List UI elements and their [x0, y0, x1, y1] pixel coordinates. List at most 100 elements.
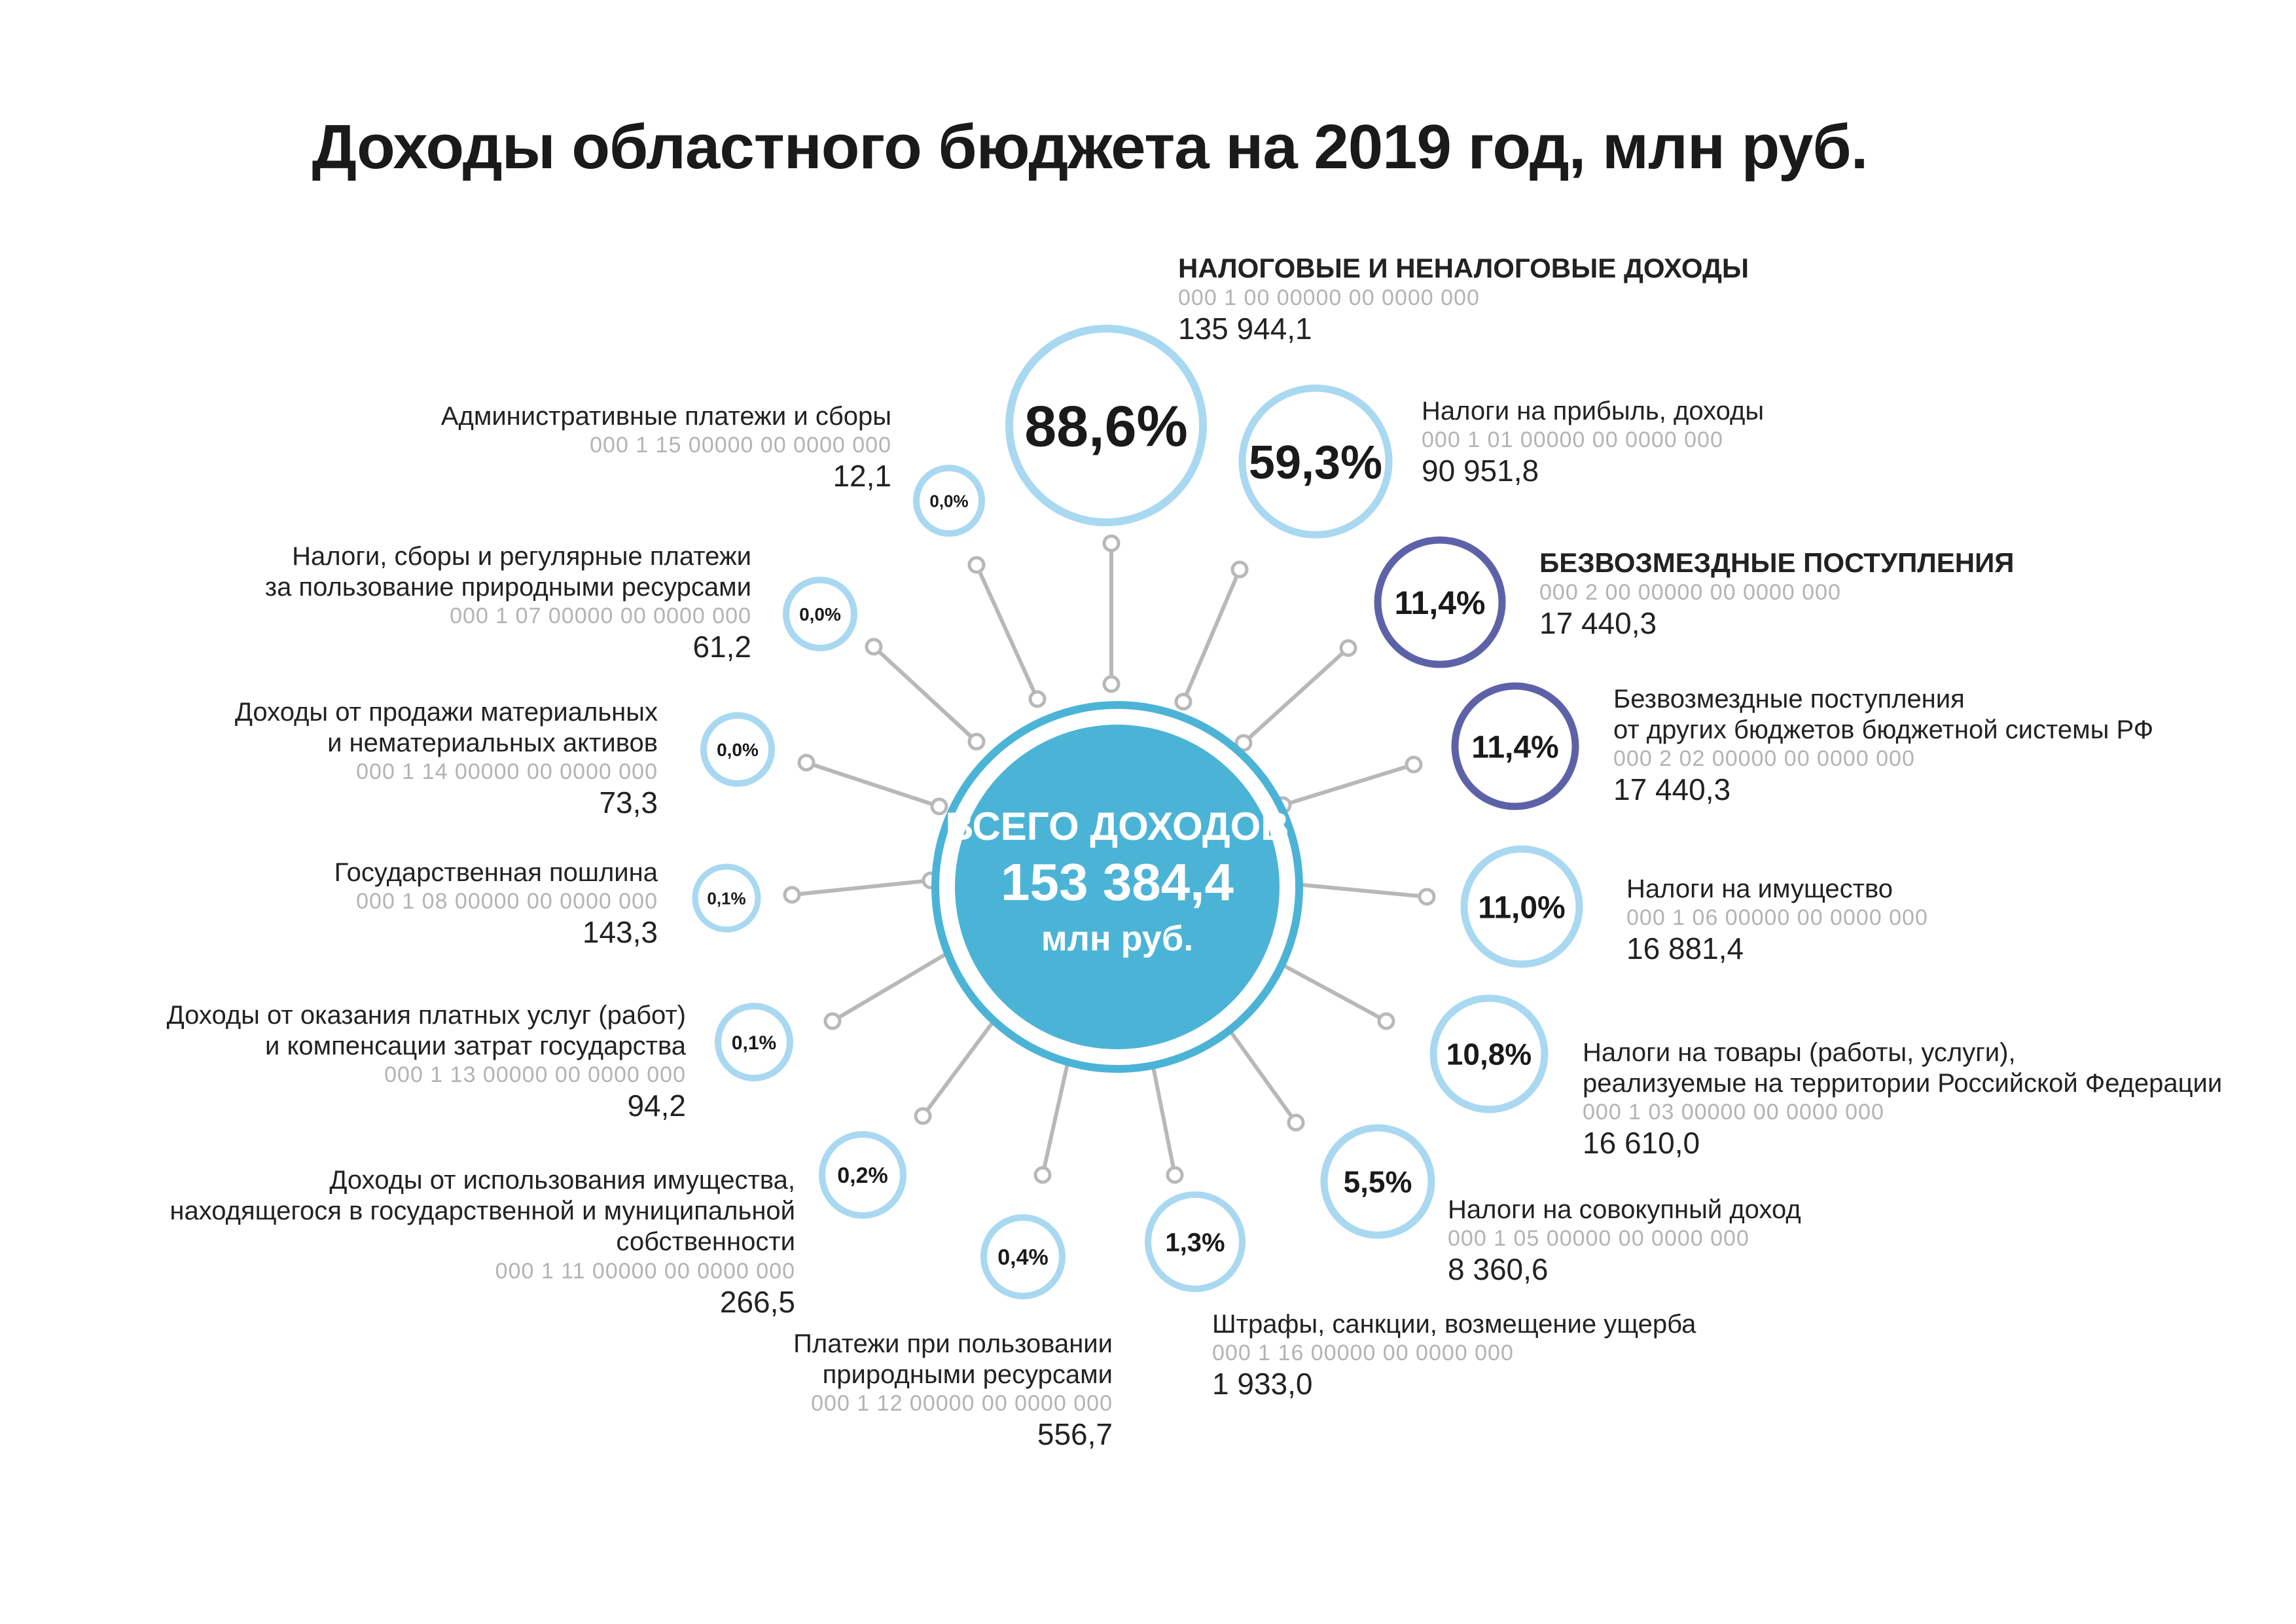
- label-name-line: Налоги на прибыль, доходы: [1422, 397, 1765, 425]
- connector-line-admin-payments: [975, 564, 1039, 700]
- label-value: 94,2: [627, 1089, 686, 1123]
- node-ring-aggregate-income-tax: [1320, 1124, 1435, 1239]
- center-node: ВСЕГО ДОХОДОВ 153 384,4 млн руб.: [931, 701, 1303, 1073]
- label-code: 000 1 00 00000 00 0000 000: [1178, 285, 1480, 310]
- node-percent-admin-payments: 0,0%: [929, 491, 968, 511]
- node-ring-admin-payments: [913, 465, 985, 537]
- node-ring-gratuitous: [1374, 536, 1506, 668]
- connector-dot-natural-resources-taxes-outer: [865, 638, 883, 656]
- label-name-line: Штрафы, санкции, возмещение ущерба: [1212, 1310, 1696, 1339]
- label-property-use-income: Доходы от использования имущества,находя…: [0, 1165, 795, 1320]
- node-percent-natural-resources-payments: 0,4%: [997, 1245, 1049, 1270]
- connector-dot-admin-payments-outer: [967, 556, 986, 574]
- node-percent-gratuitous: 11,4%: [1394, 585, 1485, 621]
- label-value: 17 440,3: [1539, 605, 1657, 640]
- node-ring-property-use-income: [819, 1131, 906, 1219]
- label-code: 000 1 16 00000 00 0000 000: [1212, 1341, 1514, 1366]
- node-ring-goods-tax: [1429, 994, 1549, 1113]
- label-value: 556,7: [1037, 1417, 1113, 1452]
- label-code: 000 1 13 00000 00 0000 000: [384, 1062, 686, 1088]
- label-name-line: за пользование природными ресурсами: [264, 573, 751, 602]
- connector-line-gratuitous: [1242, 646, 1350, 745]
- label-value: 12,1: [833, 459, 891, 494]
- label-code: 000 2 02 00000 00 0000 000: [1613, 746, 1915, 772]
- label-name-line: Налоги на товары (работы, услуги),: [1583, 1038, 2016, 1067]
- label-goods-tax: Налоги на товары (работы, услуги),реализ…: [1583, 1038, 2222, 1161]
- label-code: 000 1 12 00000 00 0000 000: [811, 1391, 1113, 1416]
- label-value: 61,2: [692, 630, 751, 664]
- label-name-line: Безвозмездные поступления: [1613, 685, 1965, 713]
- center-title: ВСЕГО ДОХОДОВ: [945, 804, 1289, 848]
- label-value: 73,3: [599, 785, 658, 820]
- node-percent-tax-nontax: 88,6%: [1024, 394, 1188, 459]
- node-ring-paid-services: [715, 1003, 793, 1081]
- label-name-line: реализуемые на территории Российской Фед…: [1583, 1069, 2223, 1098]
- connector-line-natural-resources-taxes: [872, 645, 978, 744]
- node-percent-goods-tax: 10,8%: [1446, 1038, 1532, 1072]
- connector-dot-gratuitous-other-budgets-outer: [1405, 755, 1423, 774]
- node-percent-aggregate-income-tax: 5,5%: [1344, 1165, 1412, 1199]
- node-ring-natural-resources-taxes: [783, 577, 857, 651]
- node-ring-natural-resources-payments: [980, 1214, 1066, 1299]
- connector-line-property-tax: [1289, 882, 1427, 899]
- connector-line-paid-services: [831, 947, 956, 1023]
- connector-dot-gratuitous-inner: [1234, 734, 1253, 752]
- label-code: 000 1 15 00000 00 0000 000: [590, 433, 891, 458]
- label-name-line: Налоги, сборы и регулярные платежи: [292, 542, 751, 571]
- connector-line-asset-sales: [806, 761, 940, 808]
- node-ring-profit-tax: [1238, 384, 1393, 539]
- label-code: 000 1 06 00000 00 0000 000: [1626, 905, 1928, 931]
- label-code: 000 1 01 00000 00 0000 000: [1422, 427, 1723, 453]
- label-value: 135 944,1: [1178, 311, 1312, 346]
- label-name-line: от других бюджетов бюджетной системы РФ: [1613, 715, 2154, 745]
- label-value: 8 360,6: [1448, 1252, 1549, 1287]
- label-code: 000 1 11 00000 00 0000 000: [495, 1258, 795, 1284]
- label-name-line: Государственная пошлина: [334, 858, 658, 887]
- page-title: Доходы областного бюджета на 2019 год, м…: [312, 112, 1869, 182]
- category-nodes: 88,6%59,3%11,4%11,4%11,0%10,8%5,5%1,3%0,…: [692, 325, 1583, 1299]
- node-ring-gratuitous-other-budgets: [1451, 682, 1579, 810]
- label-code: 000 1 07 00000 00 0000 000: [450, 604, 751, 629]
- connector-line-gratuitous-other-budgets: [1282, 763, 1414, 807]
- label-name-line: Налоги на совокупный доход: [1448, 1195, 1801, 1224]
- connector-dot-property-use-income-outer: [914, 1107, 932, 1125]
- label-name-line: Доходы от использования имущества,: [329, 1166, 795, 1195]
- connector-dot-natural-resources-payments-outer: [1033, 1166, 1052, 1184]
- label-name-line: Платежи при пользовании: [793, 1329, 1113, 1358]
- node-percent-asset-sales: 0,0%: [717, 740, 759, 760]
- node-percent-fines: 1,3%: [1165, 1228, 1225, 1257]
- connector-dot-paid-services-outer: [823, 1012, 842, 1030]
- node-ring-state-duty: [692, 863, 761, 933]
- label-name-line: Административные платежи и сборы: [440, 402, 891, 431]
- node-percent-natural-resources-taxes: 0,0%: [799, 604, 841, 624]
- label-name-line: Доходы от оказания платных услуг (работ): [166, 1001, 686, 1030]
- label-code: 000 1 05 00000 00 0000 000: [1448, 1226, 1749, 1252]
- label-value: 16 610,0: [1583, 1126, 1700, 1161]
- label-code: 000 1 08 00000 00 0000 000: [356, 889, 658, 914]
- node-percent-profit-tax: 59,3%: [1249, 437, 1382, 489]
- connector-dot-tax-nontax-outer: [1102, 534, 1121, 552]
- label-code: 000 1 03 00000 00 0000 000: [1583, 1100, 1884, 1125]
- node-percent-property-use-income: 0,2%: [837, 1163, 888, 1188]
- node-percent-state-duty: 0,1%: [707, 888, 745, 908]
- label-paid-services: Доходы от оказания платных услуг (работ)…: [167, 1000, 686, 1124]
- node-percent-gratuitous-other-budgets: 11,4%: [1471, 730, 1558, 765]
- connector-dot-goods-tax-outer: [1377, 1012, 1395, 1030]
- label-name-line: находящегося в государственной и муницип…: [170, 1197, 795, 1257]
- label-code: 000 1 14 00000 00 0000 000: [356, 759, 658, 785]
- connector-dot-asset-sales-inner: [930, 797, 948, 816]
- label-value: 16 881,4: [1626, 931, 1744, 966]
- label-value: 17 440,3: [1613, 772, 1731, 807]
- label-name-line: Налоги на имущество: [1626, 875, 1893, 903]
- label-value: 143,3: [582, 915, 658, 950]
